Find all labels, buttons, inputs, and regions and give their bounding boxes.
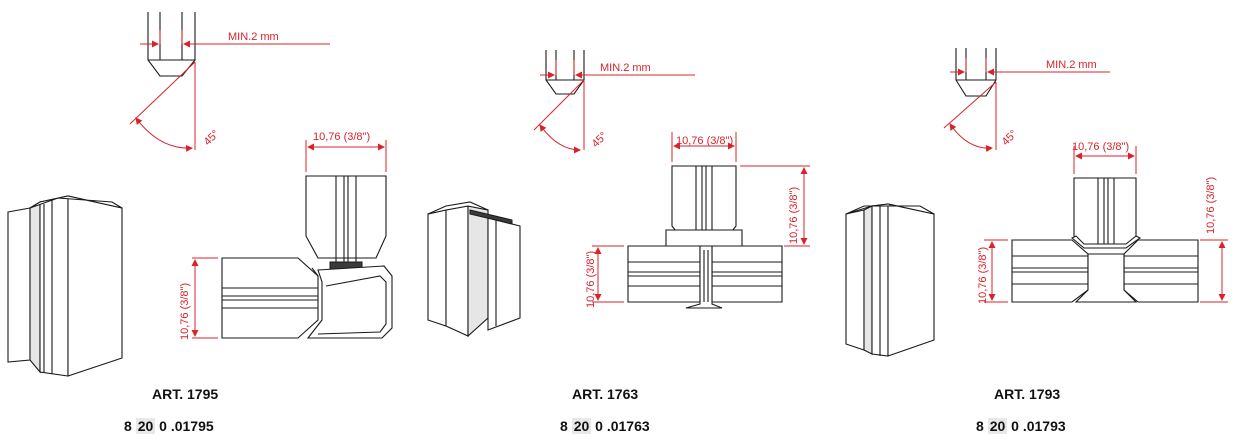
width-label-2b: 10,76 (3/8")	[585, 251, 597, 308]
cutting-tool-2	[545, 50, 585, 95]
art-1795-drawing: MIN.2 mm 45°	[7, 12, 393, 377]
width-label-1b: 10,76 (3/8")	[179, 283, 191, 340]
code-part-a: 8	[976, 418, 984, 434]
art-label-1795: ART. 1795	[152, 386, 219, 402]
art-label-1793: ART. 1793	[994, 386, 1061, 402]
width-label-3a: 10,76 (3/8")	[1072, 141, 1129, 153]
product-code-1763: 8 20 0 .01763	[560, 418, 650, 434]
code-part-a: 8	[560, 418, 568, 434]
width-label-2c: 10,76 (3/8")	[788, 187, 800, 244]
min-gap-label-1: MIN.2 mm	[228, 31, 279, 43]
code-part-b: 20	[135, 418, 156, 434]
code-part-a: 8	[124, 418, 132, 434]
min-gap-label-3: MIN.2 mm	[1046, 59, 1097, 71]
art-label-1763: ART. 1763	[572, 386, 639, 402]
corner-profile-1795	[221, 175, 393, 339]
code-part-c: 0 .01793	[1011, 418, 1066, 434]
angle-label-3: 45°	[1000, 128, 1020, 148]
width-label-3b: 10,76 (3/8")	[977, 247, 989, 304]
min-gap-label-2: MIN.2 mm	[600, 62, 651, 74]
art-1793-drawing: MIN.2 mm 45° 10,76 (3/8")	[845, 48, 1228, 357]
product-code-1793: 8 20 0 .01793	[976, 418, 1066, 434]
product-code-1795: 8 20 0 .01795	[124, 418, 214, 434]
t-profile-1763	[627, 165, 783, 309]
art-1763-drawing: MIN.2 mm 45° 10,76	[427, 50, 810, 338]
code-part-b: 20	[987, 418, 1008, 434]
code-part-c: 0 .01763	[595, 418, 650, 434]
3d-profile-1763	[427, 201, 521, 338]
width-label-1a: 10,76 (3/8")	[313, 131, 370, 143]
angle-label-2: 45°	[590, 130, 610, 150]
width-label-3c: 10,76 (3/8")	[1205, 177, 1217, 234]
code-part-c: 0 .01795	[159, 418, 214, 434]
width-label-2a: 10,76 (3/8")	[676, 135, 733, 147]
code-part-b: 20	[571, 418, 592, 434]
profile-3d-1795	[7, 195, 123, 377]
t-profile-1793	[1011, 177, 1199, 303]
3d-profile-1793	[845, 203, 935, 357]
angle-label-1: 45°	[202, 128, 222, 148]
